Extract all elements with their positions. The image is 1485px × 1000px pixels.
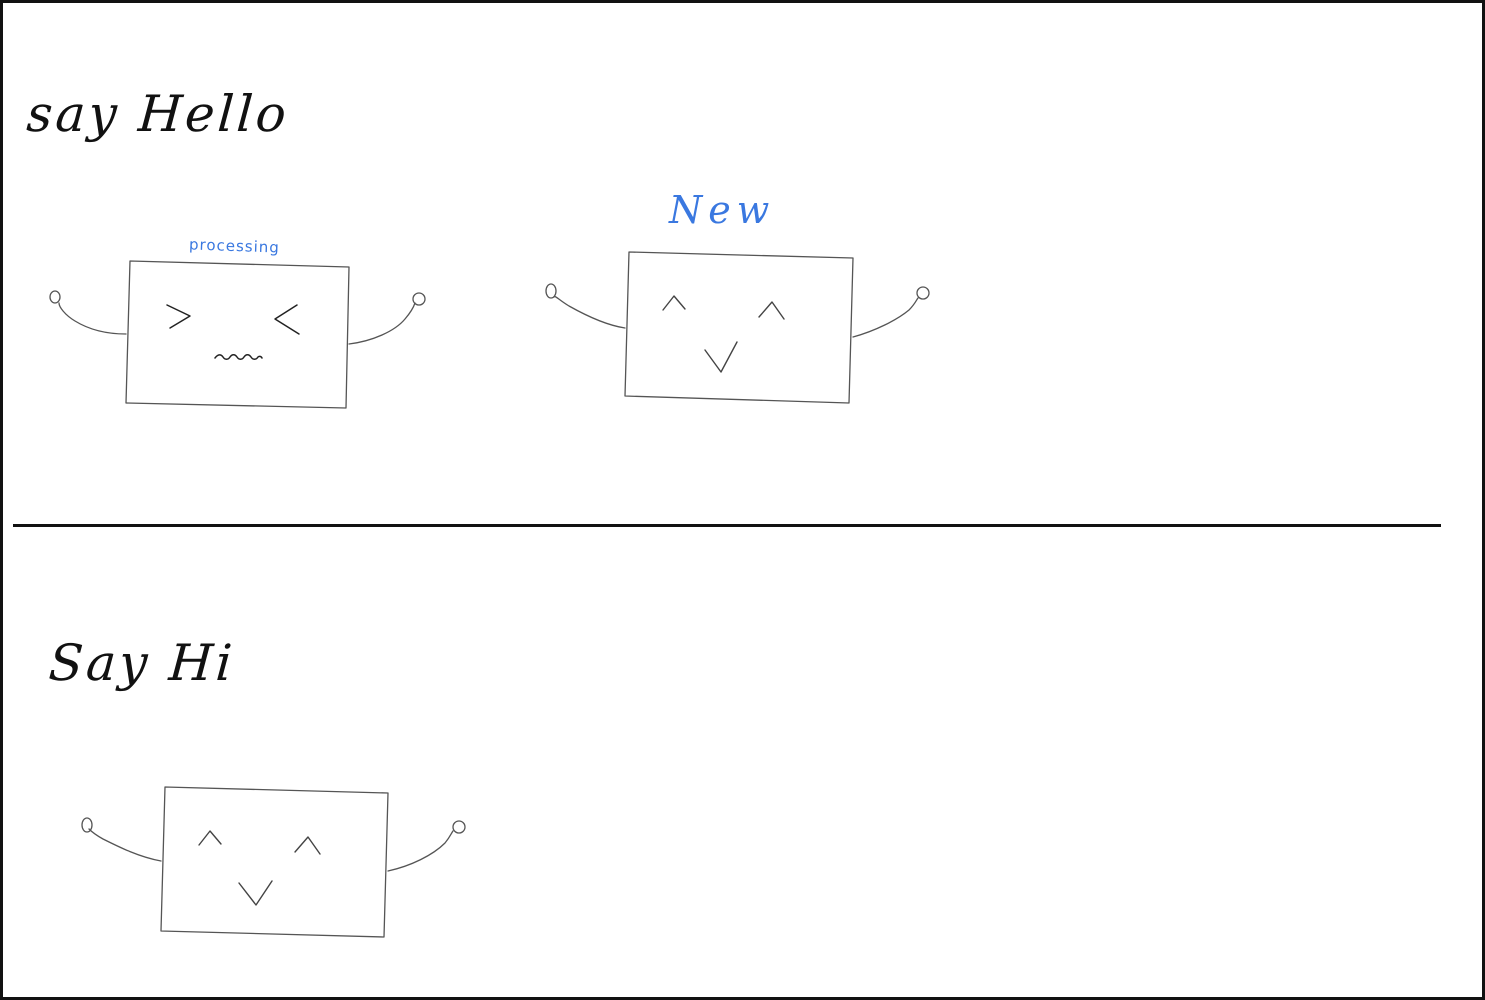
left-hand [49,290,61,304]
robot-new-drawing [545,251,930,404]
new-label: New [669,188,776,232]
left-arm [88,828,162,862]
smile-mouth [704,341,738,373]
right-hand [916,286,930,300]
section-divider [13,524,1441,527]
robot-processing-drawing [49,260,426,409]
robot-body [160,786,389,938]
robot-new: New [539,189,939,409]
right-hand [412,292,426,306]
left-arm [553,295,626,329]
left-eye-happy [662,295,686,311]
right-arm [348,302,416,345]
right-eye-happy [294,836,321,855]
robot-hi [73,773,473,948]
smile-mouth [238,880,273,906]
right-hand [452,820,466,834]
squiggle-mouth [214,354,263,360]
right-eye-happy [758,301,785,320]
left-eye-happy [198,830,222,846]
robot-body [624,251,854,404]
left-arm [58,302,127,335]
section-title-say-hello: say Hello [24,85,291,143]
robot-processing: processing [43,233,443,418]
left-hand [81,817,93,833]
robot-hi-drawing [81,786,466,938]
robot-body [125,260,350,409]
right-arm [852,297,919,338]
left-eye-wince [166,304,191,329]
left-hand [545,283,557,299]
section-title-say-hi: Say Hi [46,634,237,692]
right-eye-wince [274,304,300,335]
right-arm [387,830,454,872]
